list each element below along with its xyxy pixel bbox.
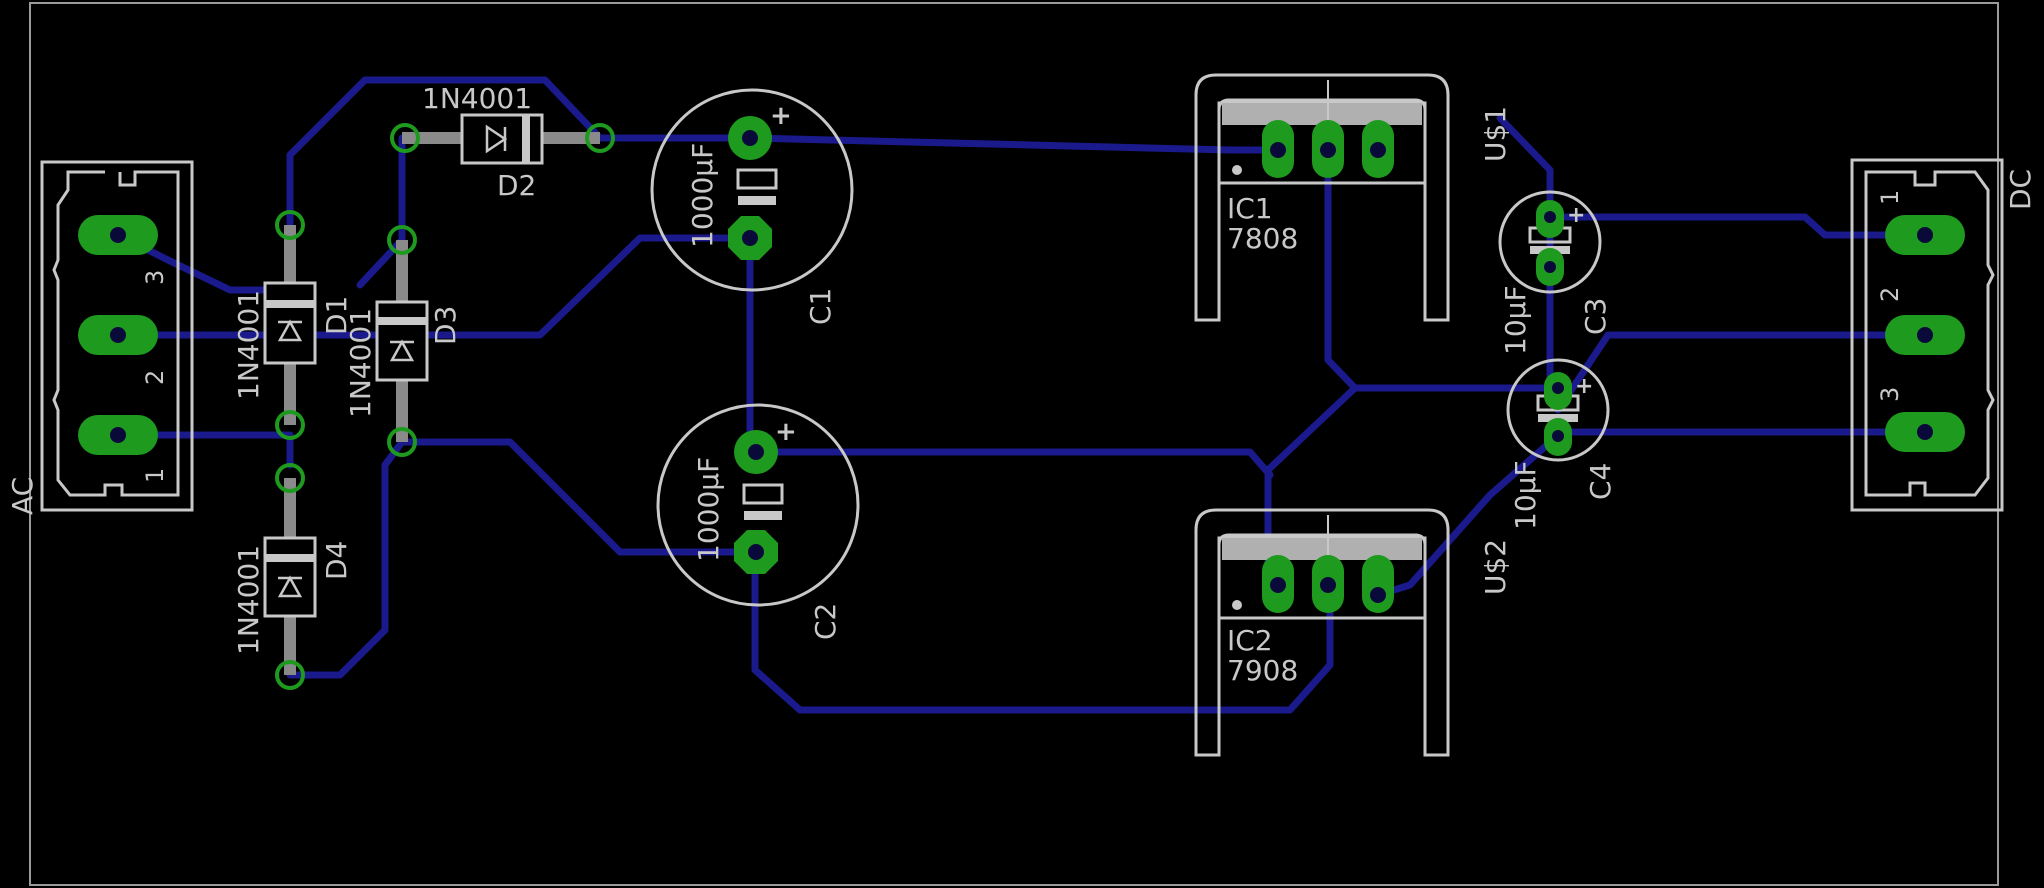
- c3-name: C3: [1579, 298, 1612, 335]
- d4-value: 1N4001: [232, 545, 265, 655]
- c2-value: 1000µF: [692, 457, 725, 562]
- c2-plus: +: [775, 417, 797, 447]
- dc-connector: DC 1 2 3: [1850, 158, 2037, 512]
- c1-value: 1000µF: [686, 143, 719, 248]
- c4-value: 10µF: [1509, 460, 1542, 530]
- trace: [114, 234, 754, 339]
- diode-d3: 1N4001 D3: [344, 225, 462, 457]
- c1-plus: +: [770, 101, 792, 131]
- dc-pin1-label: 1: [1876, 190, 1904, 205]
- d2-value: 1N4001: [422, 82, 532, 115]
- trace: [356, 236, 406, 289]
- capacitor-c3: + 10µF C3: [1498, 190, 1612, 355]
- trace: [1554, 331, 1926, 414]
- ic2-name: IC2: [1227, 624, 1273, 657]
- trace: [286, 438, 406, 679]
- capacitor-c1: + 1000µF C1: [650, 88, 854, 325]
- us2-label: U$2: [1479, 539, 1512, 595]
- dc-pin3-label: 3: [1876, 387, 1904, 402]
- diode-d1: 1N4001 D1: [232, 210, 353, 440]
- ac-pin2-label: 2: [141, 370, 169, 385]
- c4-plus: +: [1575, 374, 1593, 399]
- dc-pin2-label: 2: [1876, 287, 1904, 302]
- regulator-ic1: IC1 7808 U$1: [1194, 73, 1512, 322]
- c2-name: C2: [809, 603, 842, 640]
- trace: [398, 438, 754, 556]
- pad: [1362, 555, 1394, 613]
- trace: [746, 448, 1274, 479]
- ic1-name: IC1: [1227, 192, 1273, 225]
- ic1-value: 7808: [1227, 222, 1298, 255]
- d3-value: 1N4001: [344, 308, 377, 418]
- ac-pin3-label: 3: [141, 270, 169, 285]
- ac-pin1-label: 1: [141, 468, 169, 483]
- dc-label: DC: [2004, 169, 2037, 210]
- diode-d4: 1N4001 D4: [232, 463, 353, 690]
- d1-name: D1: [320, 296, 353, 335]
- trace: [751, 551, 1334, 714]
- trace: [1324, 146, 1559, 392]
- trace: [596, 134, 1282, 154]
- capacitor-c2: + 1000µF C2: [656, 403, 860, 640]
- board-outline: [29, 2, 1999, 886]
- ac-connector: AC 1 2 3: [6, 160, 194, 515]
- trace: [286, 76, 604, 229]
- ic2-value: 7908: [1227, 654, 1298, 687]
- trace: [1546, 213, 1926, 239]
- c3-value: 10µF: [1499, 285, 1532, 355]
- c3-plus: +: [1567, 203, 1585, 228]
- regulator-ic2: IC2 7908 U$2: [1194, 508, 1512, 757]
- c4-name: C4: [1584, 463, 1617, 500]
- diode-d2: 1N4001 D2: [390, 82, 615, 202]
- c1-name: C1: [804, 288, 837, 325]
- d1-value: 1N4001: [232, 290, 265, 400]
- d3-name: D3: [429, 306, 462, 345]
- d4-name: D4: [320, 541, 353, 580]
- ac-label: AC: [6, 477, 39, 515]
- capacitor-c4: + 10µF C4: [1506, 358, 1617, 530]
- d2-name: D2: [497, 169, 536, 202]
- us1-label: U$1: [1479, 106, 1512, 162]
